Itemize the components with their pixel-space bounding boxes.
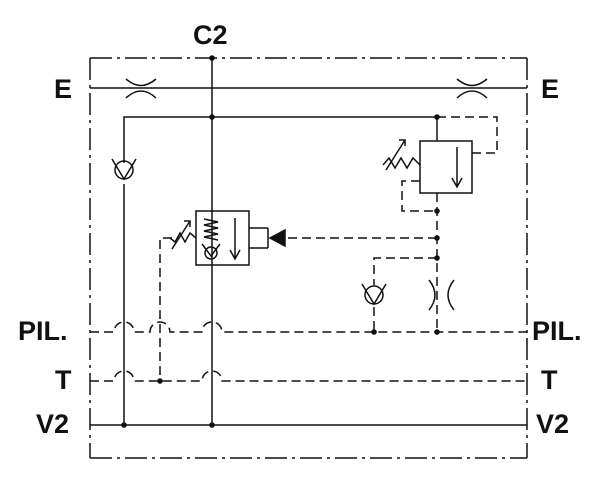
check-branch-line (373, 257, 437, 332)
port-label-t-right: T (541, 365, 558, 395)
block-outline (89, 57, 528, 459)
pil-line (90, 321, 527, 333)
t-line (90, 370, 527, 382)
port-label-v2-right: V2 (536, 409, 570, 439)
check-valve-left (111, 158, 137, 181)
relief-pilot-top (437, 116, 498, 154)
orifice-right (456, 78, 488, 99)
port-label-c2: C2 (193, 20, 228, 50)
check-valve-right (361, 283, 387, 306)
port-label-t-left: T (55, 365, 72, 395)
port-label-e-right: E (541, 74, 560, 104)
port-label-v2-left: V2 (36, 409, 70, 439)
port-label-pil-left: PIL. (18, 316, 68, 346)
relief-valve (382, 117, 473, 194)
pilot-drain-line (159, 237, 172, 381)
orifice-lower (428, 279, 455, 311)
left-loop-line (123, 116, 212, 425)
orifice-left (125, 78, 157, 99)
junction-dots (121, 55, 440, 428)
relief-pilot-bottom (401, 180, 437, 212)
port-label-e-left: E (54, 74, 73, 104)
port-label-pil-right: PIL. (532, 316, 582, 346)
pilot-valve (169, 210, 286, 266)
